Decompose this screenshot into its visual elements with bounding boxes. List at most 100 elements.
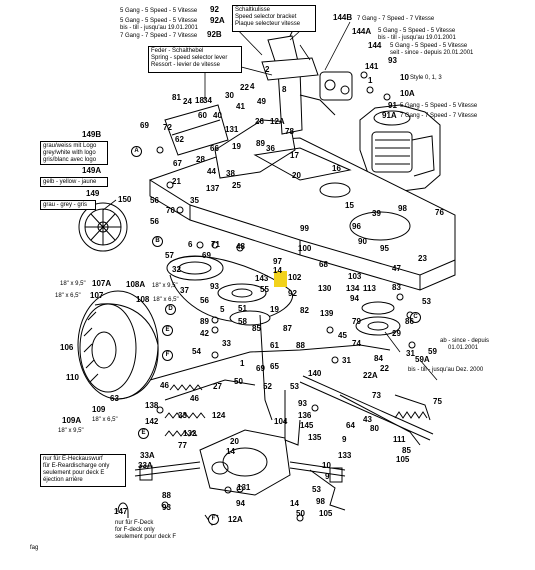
part-95: 95 bbox=[380, 244, 389, 253]
tire-109-size: 18" x 6,5" bbox=[92, 417, 118, 423]
callout-line: nur für F-Deck bbox=[115, 520, 154, 526]
part-88: 88 bbox=[162, 491, 171, 500]
part-26: 26 bbox=[255, 117, 264, 126]
part-133: 133 bbox=[338, 451, 352, 460]
tire-108-size: 18" x 6,5" bbox=[153, 297, 179, 303]
part-81: 81 bbox=[172, 93, 181, 102]
part-1: 1 bbox=[240, 359, 245, 368]
part-143: 143 bbox=[255, 274, 269, 283]
part-53: 53 bbox=[312, 485, 321, 494]
part-25: 25 bbox=[232, 181, 241, 190]
part-21: 21 bbox=[172, 177, 181, 186]
part-78: 78 bbox=[285, 127, 294, 136]
part-66: 66 bbox=[210, 144, 219, 153]
part-94: 94 bbox=[236, 499, 245, 508]
part-108a: 108A bbox=[126, 280, 146, 289]
highlight-marker bbox=[274, 271, 287, 287]
part-29: 29 bbox=[392, 329, 401, 338]
since-note-1: ab - since - depuis bbox=[440, 338, 490, 344]
callout-spring-speed-selector: Feder - Schalthebel Spring - speed selec… bbox=[148, 46, 242, 73]
callout-149b: grau/weiss mit Logo grey/white with logo… bbox=[40, 141, 108, 165]
part-42: 42 bbox=[200, 329, 209, 338]
part-31: 31 bbox=[342, 356, 351, 365]
part-14: 14 bbox=[226, 447, 235, 456]
part-92a: 92A bbox=[210, 16, 225, 25]
part-33a: 33A bbox=[140, 451, 155, 460]
callout-line: Ressort - levier de vitesse bbox=[151, 62, 221, 68]
part-61: 61 bbox=[270, 341, 279, 350]
part-65: 65 bbox=[270, 362, 279, 371]
part-46: 46 bbox=[160, 381, 169, 390]
part-59a: 59A bbox=[415, 355, 430, 364]
callout-line: grau - grey - gris bbox=[43, 202, 88, 208]
part-149a: 149A bbox=[82, 166, 102, 175]
part-92: 92 bbox=[210, 5, 219, 14]
part-150: 150 bbox=[118, 195, 132, 204]
part-72: 72 bbox=[163, 123, 172, 132]
part-69: 69 bbox=[256, 364, 265, 373]
part-10: 10 bbox=[322, 461, 331, 470]
part-91a: 91A bbox=[382, 111, 397, 120]
label-144-1: 5 Gang - 5 Speed - 5 Vitesse bbox=[390, 43, 468, 49]
part-89: 89 bbox=[200, 317, 209, 326]
part-69: 69 bbox=[202, 251, 211, 260]
part-57: 57 bbox=[165, 251, 174, 260]
part-23: 23 bbox=[418, 254, 427, 263]
ref-circle-a: A bbox=[131, 146, 142, 157]
callout-f-deck: nur für F-Deck for F-deck only seulement… bbox=[112, 518, 196, 542]
part-142: 142 bbox=[145, 417, 159, 426]
part-124: 124 bbox=[212, 411, 226, 420]
part-56: 56 bbox=[150, 196, 159, 205]
part-104: 104 bbox=[274, 417, 288, 426]
part-136: 136 bbox=[298, 411, 312, 420]
part-9: 9 bbox=[325, 472, 330, 481]
part-110: 110 bbox=[66, 373, 79, 382]
part-76: 76 bbox=[435, 208, 444, 217]
part-38: 38 bbox=[226, 169, 235, 178]
part-19: 19 bbox=[232, 142, 241, 151]
gear-92a-date: bis - till - jusqu'au 19.01.2001 bbox=[120, 25, 198, 31]
callout-line: Speed selector bracket bbox=[235, 14, 297, 20]
part-75: 75 bbox=[433, 397, 442, 406]
part-140: 140 bbox=[308, 369, 322, 378]
part-14: 14 bbox=[290, 499, 299, 508]
part-22: 22 bbox=[240, 83, 249, 92]
part-105: 105 bbox=[319, 509, 333, 518]
gear-92a-text: 5 Gang - 5 Speed - 5 Vitesse bbox=[120, 18, 198, 24]
part-74: 74 bbox=[352, 339, 361, 348]
since-note-2: 01.01.2001 bbox=[448, 345, 479, 351]
part-109a: 109A bbox=[62, 416, 82, 425]
part-19: 19 bbox=[270, 305, 279, 314]
shifter-drawing bbox=[261, 19, 353, 135]
callout-e-deck: nur für E-Heckauswurf für E-Reardischarg… bbox=[40, 454, 126, 487]
chassis-frame-drawing bbox=[148, 104, 456, 291]
part-41: 41 bbox=[236, 102, 245, 111]
part-6: 6 bbox=[188, 240, 193, 249]
part-93: 93 bbox=[388, 56, 397, 65]
part-87: 87 bbox=[283, 324, 292, 333]
part-84: 84 bbox=[374, 354, 383, 363]
ref-circle-b: B bbox=[152, 236, 163, 247]
part-73: 73 bbox=[372, 391, 381, 400]
callout-line: seulement pour deck F bbox=[115, 534, 177, 540]
part-79: 79 bbox=[352, 317, 361, 326]
part-56: 56 bbox=[150, 217, 159, 226]
part-144b: 144B bbox=[333, 13, 353, 22]
part-93: 93 bbox=[298, 399, 307, 408]
part-92: 92 bbox=[288, 289, 297, 298]
part-86: 86 bbox=[405, 317, 414, 326]
part-5: 5 bbox=[220, 305, 225, 314]
part-88: 88 bbox=[296, 341, 305, 350]
label-style: Style 0, 1, 3 bbox=[410, 75, 442, 81]
callout-line: Spring - speed selector lever bbox=[151, 55, 228, 61]
part-63: 63 bbox=[110, 394, 119, 403]
part-68: 68 bbox=[319, 260, 328, 269]
part-130: 130 bbox=[318, 284, 332, 293]
part-97: 97 bbox=[273, 257, 282, 266]
part-80: 80 bbox=[370, 424, 379, 433]
part-36: 36 bbox=[266, 144, 275, 153]
ref-circle-c: C bbox=[410, 312, 421, 323]
part-28: 28 bbox=[196, 155, 205, 164]
part-59: 59 bbox=[428, 347, 437, 356]
label-144-2: seit - since - depuis 20.01.2001 bbox=[390, 50, 474, 56]
